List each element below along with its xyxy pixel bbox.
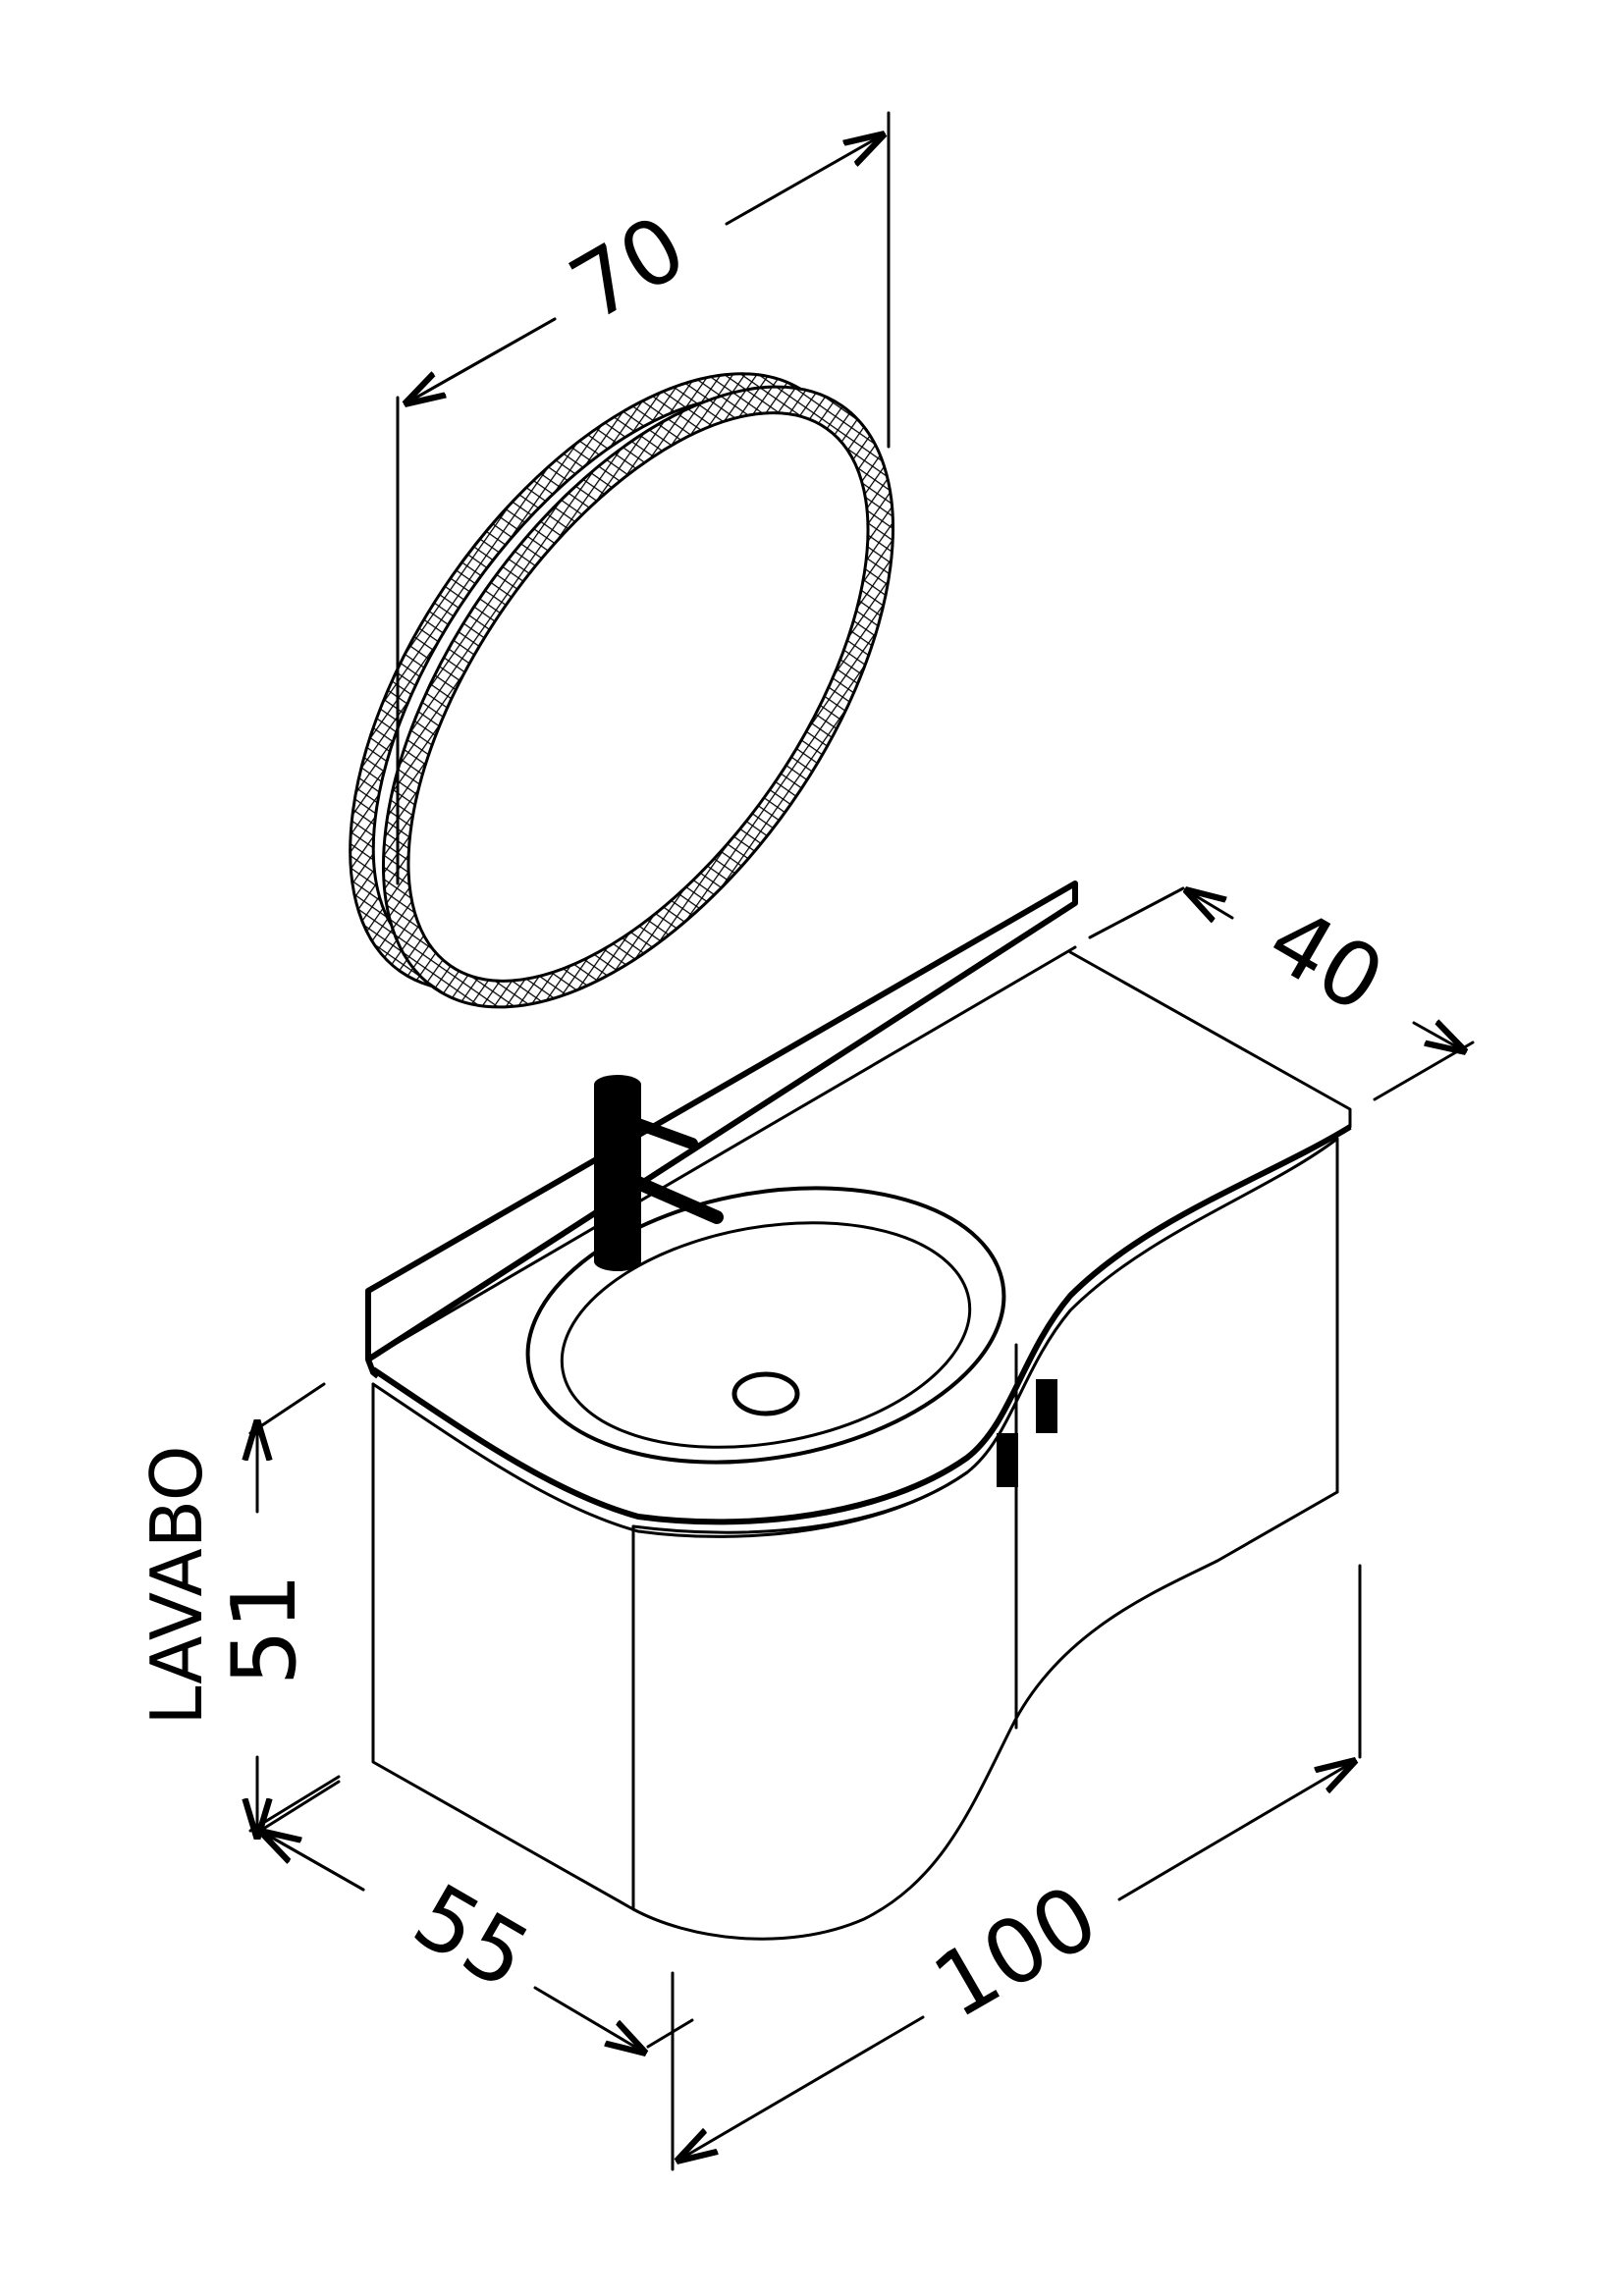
sink-basin-icon — [525, 1186, 1006, 1465]
cabinet-depth-dimension — [260, 1780, 694, 2052]
cabinet-width-label: 100 — [917, 1865, 1114, 2039]
round-mirror-icon — [349, 372, 894, 1009]
basin-height-dimension — [250, 1382, 341, 1836]
cabinet-width-dimension — [673, 1564, 1360, 2171]
faucet-icon — [594, 1075, 724, 1271]
cabinet-depth-label: 55 — [397, 1864, 546, 2009]
mirror-width-dimension — [398, 111, 889, 885]
door-handle-icon — [997, 1379, 1057, 1487]
top-depth-dimension — [1088, 888, 1473, 1101]
vanity-unit — [365, 881, 1352, 1941]
basin-name-label: LAVABO — [135, 1445, 218, 1725]
basin-height-label: 51 — [213, 1574, 316, 1686]
top-depth-label: 40 — [1251, 887, 1400, 1033]
mirror-width-label: 70 — [554, 195, 703, 341]
